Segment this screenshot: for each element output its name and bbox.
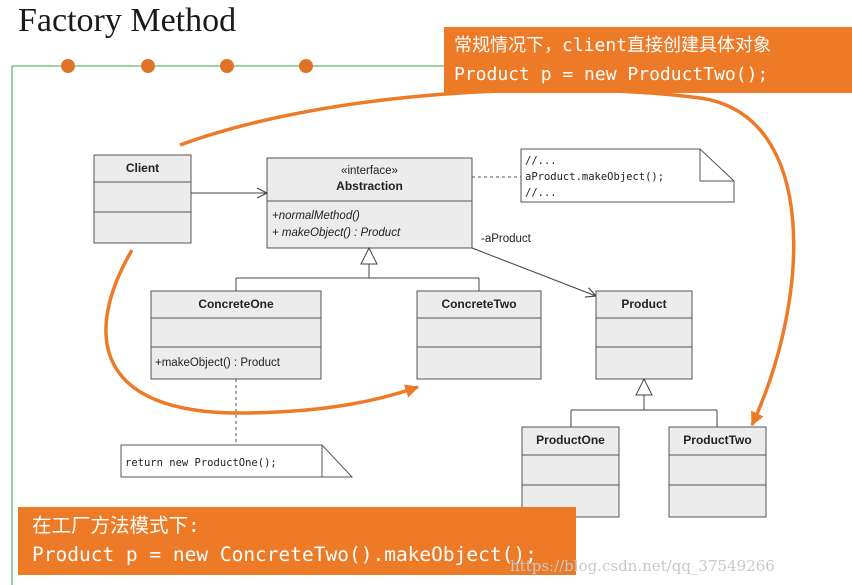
abstraction-stereotype: «interface» [341,165,398,177]
abstraction-name: Abstraction [336,179,403,193]
note-concrete-one: return new ProductOne(); [120,444,354,478]
class-product-one: ProductOne [521,426,620,518]
abstraction-method-makeobject: + makeObject() : Product [272,227,401,239]
association-arrow [471,247,596,296]
product-name: Product [621,297,666,311]
banner-bottom-line-2: Product p = new ConcreteTwo().makeObject… [32,543,537,566]
client-to-concretetwo-curve [104,249,420,415]
banner-factory-method: 在工厂方法模式下: Product p = new ConcreteTwo().… [18,507,576,575]
note-concrete-one-text: return new ProductOne(); [125,457,277,469]
inheritance-product [570,377,718,427]
class-concrete-two: ConcreteTwo [416,290,542,380]
banner-top-line-2: Product p = new ProductTwo(); [454,64,769,85]
note-abstraction: //... aProduct.makeObject(); //... [520,148,735,203]
banner-direct-creation: 常规情况下，client直接创建具体对象 Product p = new Pro… [444,27,852,93]
note-line-3: //... [525,187,557,199]
class-client: Client [93,154,192,244]
class-abstraction: «interface» Abstraction +normalMethod() … [266,157,473,249]
watermark: https://blog.csdn.net/qq_37549266 [510,557,775,575]
banner-bottom-line-1: 在工厂方法模式下: [32,514,200,537]
decorative-dots [61,59,313,73]
class-product-two: ProductTwo [668,426,767,518]
page-title: Factory Method [18,2,237,39]
banner-top-line-1: 常规情况下，client直接创建具体对象 [454,35,772,56]
product-two-name: ProductTwo [683,433,751,447]
note-line-2: aProduct.makeObject(); [525,171,664,183]
client-to-producttwo-curve [179,88,796,427]
concrete-two-name: ConcreteTwo [441,297,516,311]
association-label: -aProduct [481,233,532,245]
client-name: Client [126,161,159,175]
class-concrete-one: ConcreteOne +makeObject() : Product [150,290,322,380]
product-one-name: ProductOne [536,433,605,447]
abstraction-method-normal: +normalMethod() [272,210,360,222]
inheritance-abstraction [235,246,480,291]
note-line-1: //... [525,155,557,167]
concrete-one-name: ConcreteOne [198,297,274,311]
class-product: Product [595,290,693,380]
concrete-one-method: +makeObject() : Product [155,357,281,369]
